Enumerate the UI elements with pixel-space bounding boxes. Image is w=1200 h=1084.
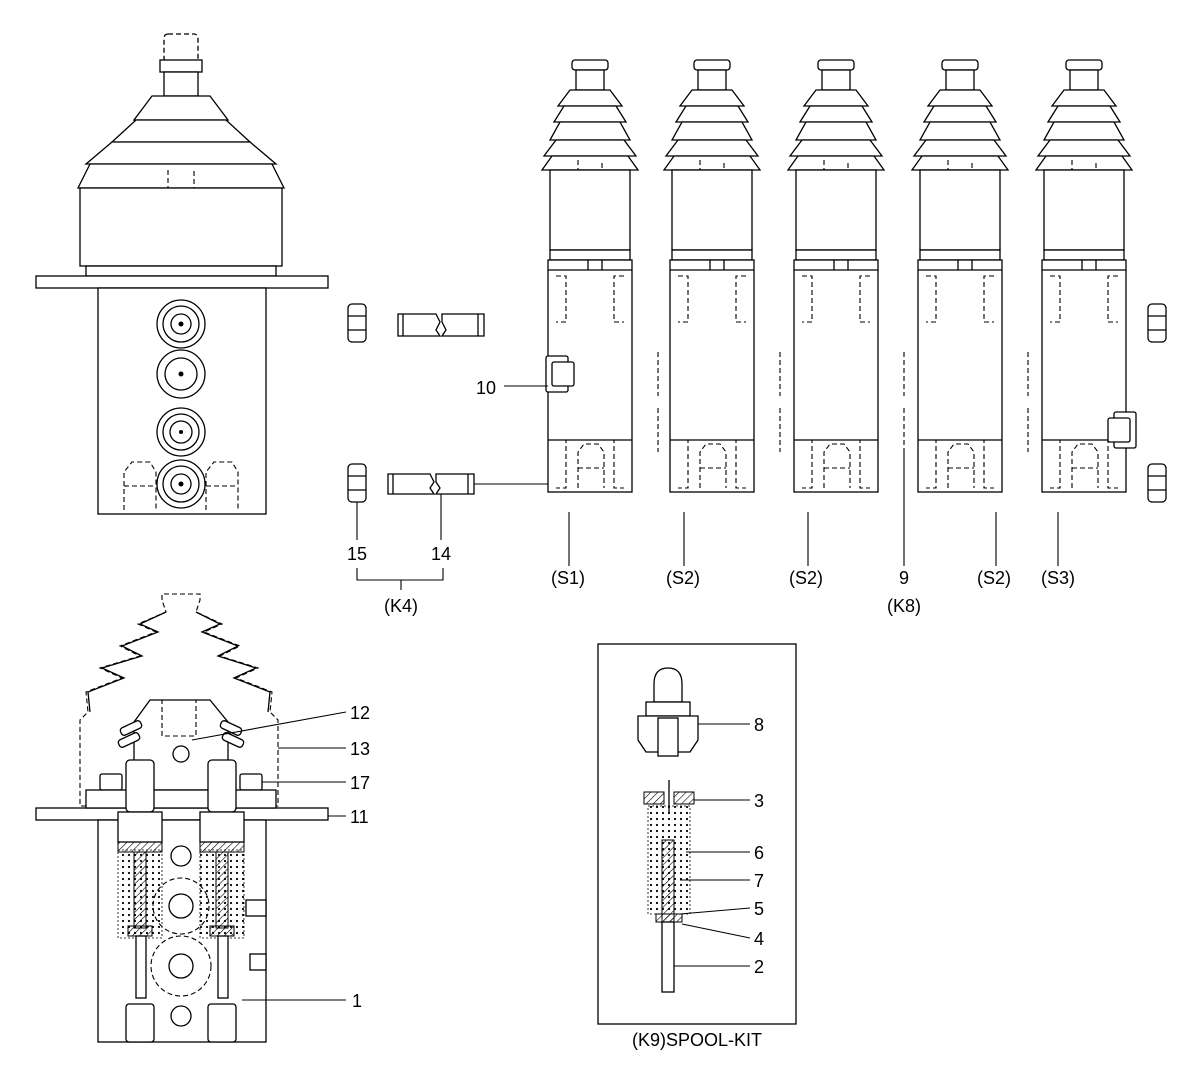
label-s1: (S1) [551, 568, 585, 588]
label-s3: (S3) [1041, 568, 1075, 588]
label-4: 4 [754, 929, 764, 949]
label-5: 5 [754, 899, 764, 919]
label-s2-b: (S2) [789, 568, 823, 588]
label-spool-kit: (K9)SPOOL-KIT [632, 1030, 762, 1050]
label-7: 7 [754, 871, 764, 891]
label-17: 17 [350, 773, 370, 793]
section-s2-a [663, 59, 761, 493]
label-k4: (K4) [384, 596, 418, 616]
label-15: 15 [347, 544, 367, 564]
tie-rod-kit-k4 [347, 303, 548, 590]
label-2: 2 [754, 957, 764, 977]
section-s2-c [911, 59, 1009, 493]
o-rings-k8 [657, 352, 1029, 452]
valve-cross-section [35, 593, 347, 1043]
assembled-valve-front-view [35, 33, 329, 515]
label-14: 14 [431, 544, 451, 564]
label-9: 9 [899, 568, 909, 588]
label-s2-a: (S2) [666, 568, 700, 588]
label-10: 10 [476, 378, 496, 398]
callout-labels: 10 15 14 (K4) (S1) (S2) (S2) 9 (K8) (S2)… [347, 378, 1075, 1050]
section-s1 [541, 59, 639, 493]
section-s2-b [787, 59, 885, 493]
label-1: 1 [352, 991, 362, 1011]
spool-kit-k9 [597, 643, 797, 1025]
label-8: 8 [754, 715, 764, 735]
label-s2-c: (S2) [977, 568, 1011, 588]
spool-kit-frame [597, 643, 797, 1025]
valve-sections [504, 59, 1167, 566]
label-12: 12 [350, 703, 370, 723]
label-6: 6 [754, 843, 764, 863]
label-k8: (K8) [887, 596, 921, 616]
label-13: 13 [350, 739, 370, 759]
label-11: 11 [350, 807, 369, 827]
label-3: 3 [754, 791, 764, 811]
